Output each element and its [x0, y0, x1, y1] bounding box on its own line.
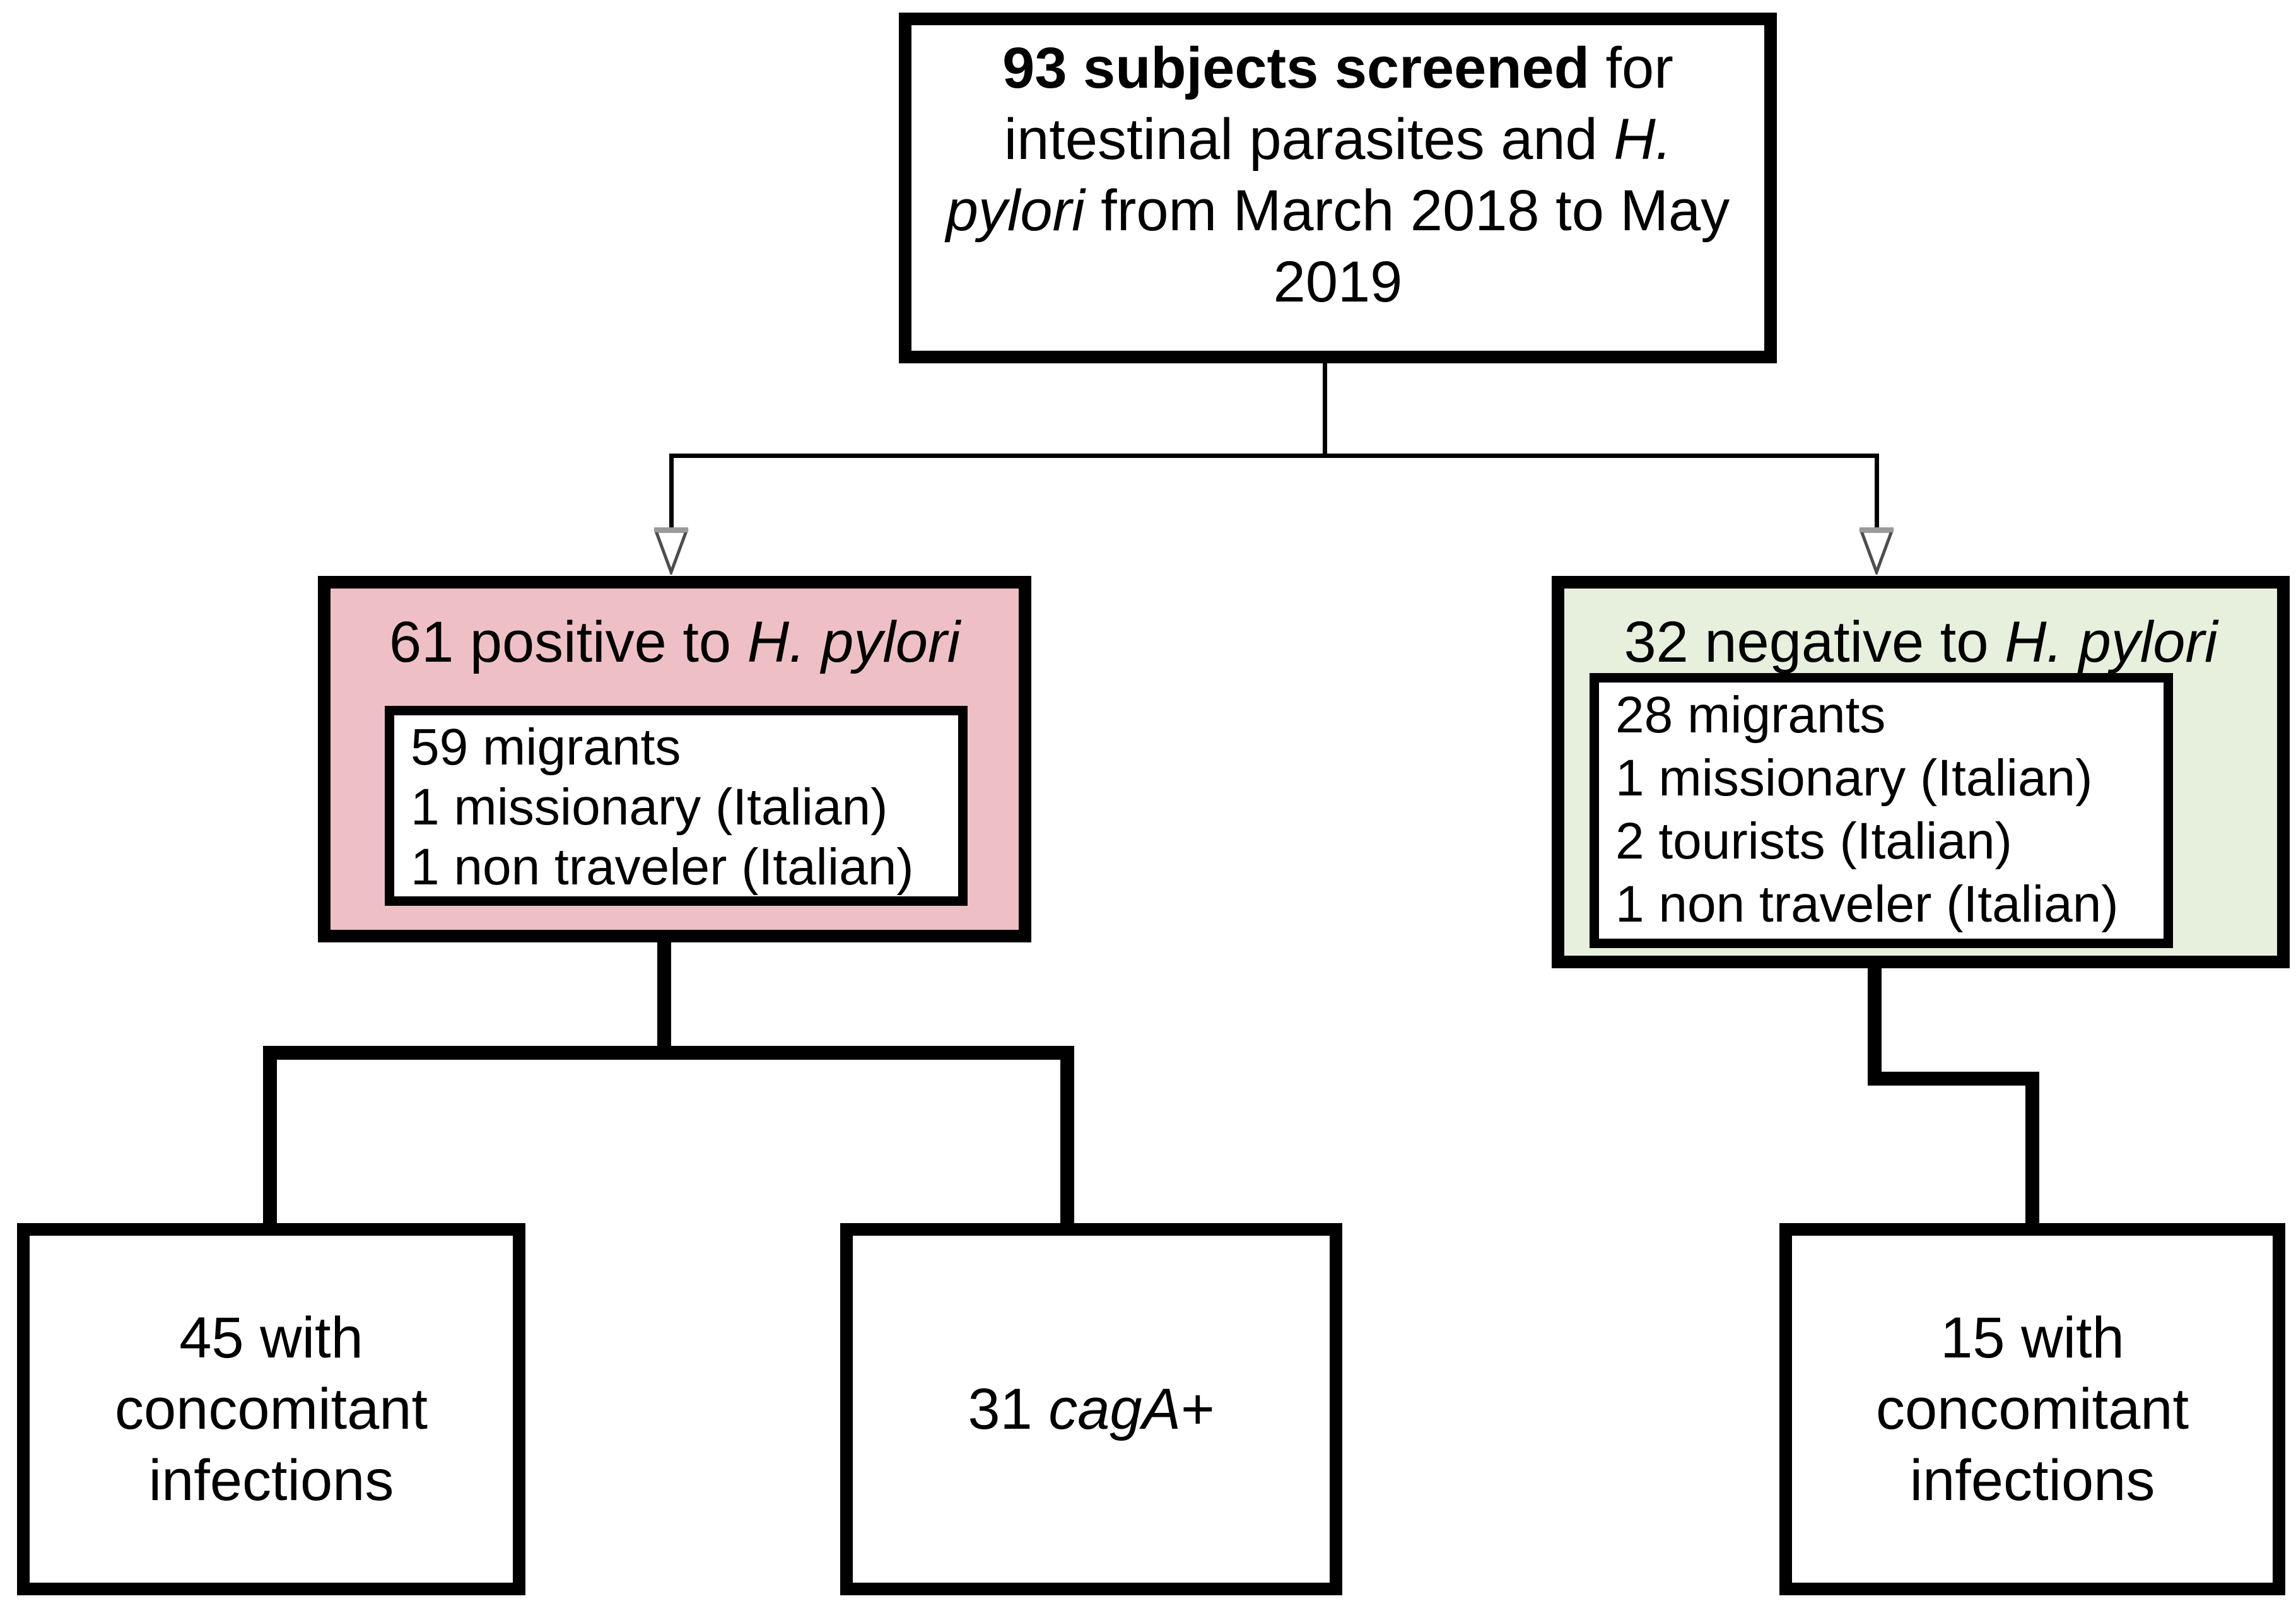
caga-text: 31 cagA+: [968, 1376, 1215, 1441]
arrowhead-down-icon: [1859, 527, 1894, 575]
connector-to-concomitant45: [263, 1046, 277, 1223]
connector-negative-jog: [1868, 1072, 2039, 1086]
connector-top-vertical: [1323, 362, 1327, 457]
connector-top-horizontal: [669, 454, 1879, 458]
positive-box-header: 61 positive to H. pylori: [389, 610, 961, 674]
connector-right-drop: [1875, 454, 1879, 528]
connector-negative-stem: [1868, 966, 1882, 1086]
connector-left-drop: [669, 454, 674, 528]
negative-box-header: 32 negative to H. pylori: [1624, 610, 2218, 674]
connector-to-concomitant15: [2025, 1072, 2039, 1223]
connector-positive-stem: [657, 940, 671, 1060]
connector-positive-branch-bar: [263, 1046, 1074, 1060]
connector-to-caga: [1060, 1046, 1074, 1223]
caga-box: 31 cagA+: [840, 1223, 1342, 1595]
arrowhead-down-icon: [653, 527, 689, 575]
